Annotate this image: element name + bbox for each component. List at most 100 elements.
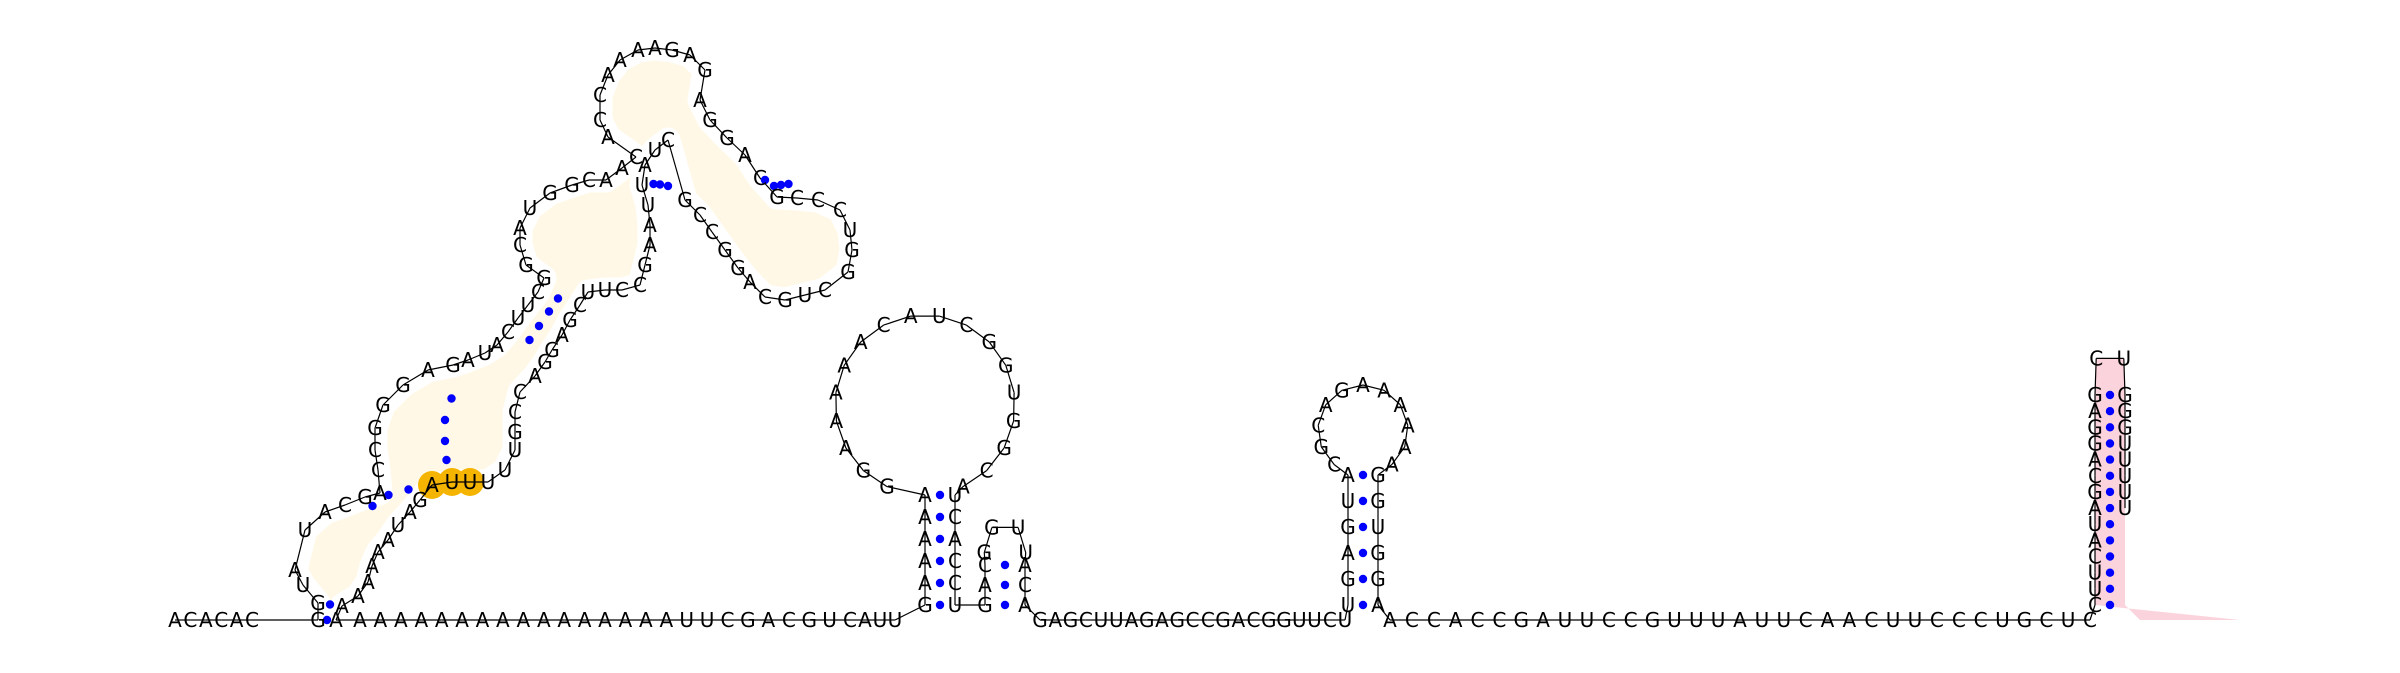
backbone-segment [711, 231, 726, 251]
nucleotide: A [513, 216, 527, 240]
nucleotide: G [2087, 432, 2103, 456]
base-pair-dot [544, 307, 554, 316]
nucleotide: G [677, 188, 693, 212]
nucleotide: G [801, 608, 817, 632]
backbone-segment [324, 504, 346, 513]
nucleotide: A [830, 409, 844, 433]
nucleotide: A [2088, 496, 2102, 520]
nucleotide: U [581, 280, 596, 304]
base-pair-dot [447, 394, 456, 403]
nucleotide: G [2117, 415, 2133, 439]
nucleotide: A [421, 358, 435, 382]
nucleotide: U [1018, 541, 1033, 565]
nucleotide: A [455, 608, 469, 632]
nucleotide: G [375, 393, 391, 417]
backbone-segment [599, 119, 609, 138]
backbone-segment [796, 197, 819, 201]
backbone-segment [504, 449, 516, 471]
backbone-segment [1317, 425, 1322, 447]
base-pair-dot [2105, 584, 2115, 593]
nucleotide: A [537, 608, 551, 632]
base-pair-dot [663, 181, 673, 191]
nucleotide: A [738, 143, 752, 167]
base-pair-dot [655, 180, 665, 189]
base-pair-dot [935, 600, 945, 610]
nucleotide: G [1006, 409, 1022, 433]
backbone-segment [607, 136, 637, 158]
nucleotide: U [1667, 608, 1682, 632]
nucleotide: U [521, 293, 536, 317]
base-pair-dot [553, 294, 563, 303]
nucleotide: A [351, 584, 365, 608]
nucleotide: C [368, 438, 382, 462]
backbone-segment [571, 179, 590, 186]
nucleotide: A [619, 608, 633, 632]
backbone-segment [737, 267, 751, 283]
backbone-segment [344, 496, 366, 506]
nucleotide: G [740, 608, 756, 632]
nucleotide: A [435, 608, 449, 632]
backbone-segment [467, 352, 486, 361]
nucleotide: A [904, 304, 918, 328]
nucleotide: A [1341, 463, 1355, 487]
nucleotide: G [844, 238, 860, 262]
backbone-segment [534, 361, 546, 377]
backbone-segment [579, 291, 589, 306]
base-pair-dot [325, 600, 335, 609]
backbone-segment [843, 341, 862, 366]
backbone-segment [684, 199, 701, 216]
backbone-segment [709, 119, 728, 139]
backbone-segment [641, 164, 646, 186]
nucleotide: C [582, 168, 596, 192]
nucleotide: G [564, 173, 580, 197]
backbone-segment [637, 47, 656, 51]
base-pair-dot [1358, 548, 1368, 558]
nucleotide: C [633, 273, 647, 297]
nucleotide: A [2088, 528, 2102, 552]
nucleotide: G [856, 459, 872, 483]
backbone-segment [849, 229, 853, 251]
backbone-segment [644, 149, 656, 166]
nucleotide: U [508, 438, 523, 462]
nucleotide: A [601, 125, 615, 149]
nucleotide: G [730, 256, 746, 280]
backbone-segment [519, 375, 536, 393]
nucleotide: U [932, 304, 947, 328]
backbone-segment [1013, 392, 1015, 422]
nucleotide: A [918, 483, 932, 507]
nucleotide: A [643, 213, 657, 237]
backbone-segment [527, 291, 539, 306]
nucleotide: U [2088, 561, 2103, 585]
backbone-segment [744, 154, 761, 179]
backbone-segment [699, 69, 706, 101]
nucleotide: G [518, 253, 534, 277]
nucleotide: A [374, 608, 388, 632]
nucleotide: G [719, 126, 735, 150]
nucleotide: U [523, 196, 538, 220]
base-pair-dot [935, 534, 945, 544]
nucleotide: C [338, 493, 352, 517]
backbone-segment [1383, 389, 1401, 406]
base-pair-dot [1358, 496, 1368, 506]
base-pair-dot [2105, 487, 2115, 497]
nucleotide: U [2118, 480, 2133, 504]
backbone-segment [496, 331, 509, 346]
nucleotide: A [361, 570, 375, 594]
nucleotide: A [948, 527, 962, 551]
backbone-segment [519, 244, 527, 266]
nucleotide: A [631, 38, 645, 62]
backbone-segment [371, 551, 379, 567]
backbone-segment [387, 524, 399, 541]
nucleotide: G [1276, 608, 1292, 632]
backbone-segment [517, 304, 529, 319]
nucleotide: C [1952, 608, 1966, 632]
base-pair-dot [1000, 600, 1010, 610]
nucleotide: A [761, 608, 775, 632]
nucleotide: A [743, 270, 757, 294]
nucleotide: A [476, 608, 490, 632]
nucleotide: G [310, 608, 326, 632]
nucleotide: U [1886, 608, 1901, 632]
nucleotide: U [798, 283, 813, 307]
nucleotide: A [837, 353, 851, 377]
